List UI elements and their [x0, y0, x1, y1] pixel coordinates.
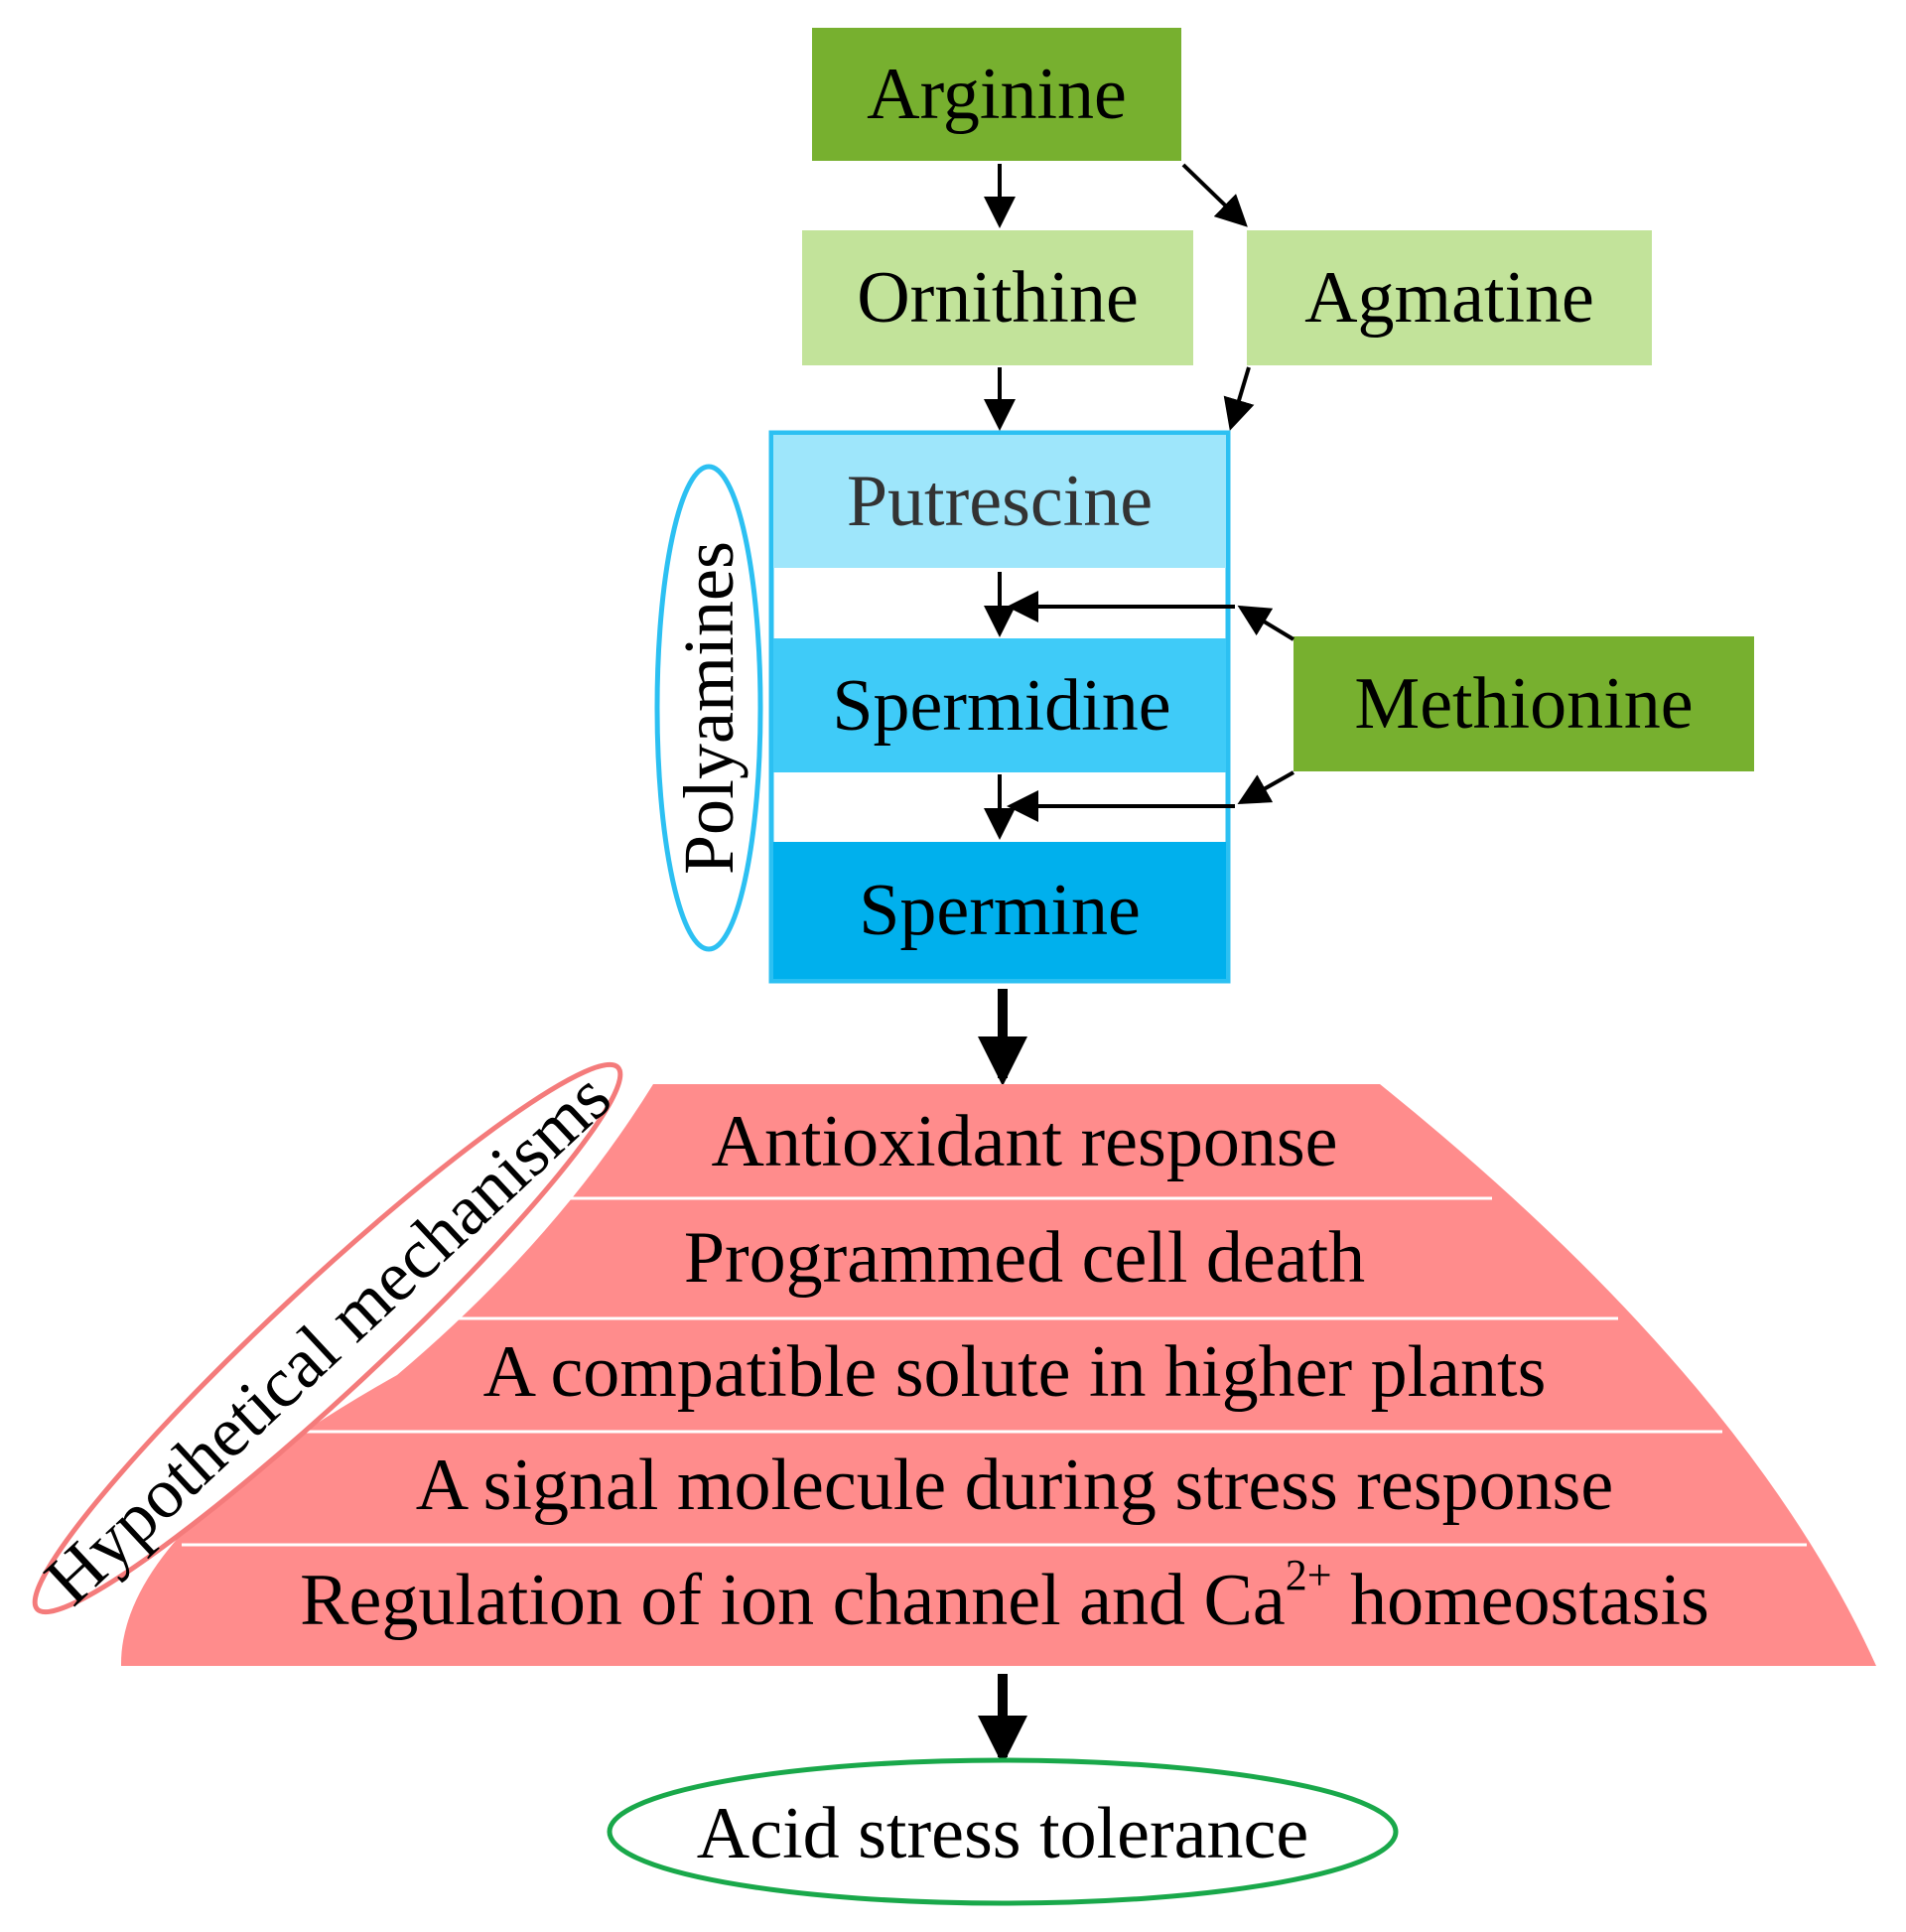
mechanisms-block: Antioxidant response Programmed cell dea…: [120, 1084, 1876, 1666]
mechanisms-ellipse: [32, 1061, 623, 1615]
polyamines-ellipse: [654, 464, 763, 952]
spermine-label: Spermine: [859, 870, 1141, 951]
arginine-label: Arginine: [867, 54, 1127, 135]
agmatine-box: [1247, 230, 1652, 365]
arrow-methionine-branch-upper: [1237, 605, 1295, 641]
outcome-ellipse: [607, 1757, 1399, 1906]
mechanism-ion-channel-prefix: Regulation of ion channel and Ca: [300, 1560, 1286, 1641]
spermidine-label: Spermidine: [832, 665, 1170, 747]
polyamines-block: Putrescine Spermidine Spermine: [768, 430, 1231, 984]
putrescine-box: [773, 435, 1226, 568]
spermine-box: [773, 842, 1226, 979]
arrow-agmatine-to-putrescine: [1223, 366, 1255, 431]
mechanism-ion-channel-suffix: homeostasis: [1332, 1560, 1709, 1641]
spermidine-box: [773, 638, 1226, 772]
outcome-label: Acid stress tolerance: [697, 1793, 1308, 1874]
arginine-box: [812, 28, 1181, 161]
methionine-box: [1293, 636, 1754, 771]
mechanism-compatible-solute: A compatible solute in higher plants: [483, 1331, 1547, 1413]
pathway-arrows: [984, 163, 1295, 840]
polyamines-text: Polyamines: [669, 541, 749, 875]
mechanism-ion-channel: Regulation of ion channel and Ca2+ homeo…: [300, 1551, 1709, 1642]
mechanism-programmed-cell-death: Programmed cell death: [684, 1217, 1365, 1299]
methionine-node: Methionine: [1293, 636, 1754, 771]
arrow-arginine-to-agmatine: [1181, 163, 1248, 227]
mechanism-ion-channel-superscript: 2+: [1286, 1551, 1332, 1599]
methionine-label: Methionine: [1354, 663, 1693, 745]
agmatine-label: Agmatine: [1304, 257, 1594, 339]
mechanism-signal-molecule: A signal molecule during stress response: [416, 1445, 1613, 1526]
arrow-methionine-branch-lower: [1237, 770, 1294, 804]
mechanisms-trapezoid: [120, 1084, 1876, 1666]
agmatine-node: Agmatine: [1247, 230, 1652, 365]
mechanism-antioxidant: Antioxidant response: [712, 1101, 1338, 1182]
outcome-node: Acid stress tolerance: [607, 1757, 1399, 1906]
polyamines-group-label: Polyamines: [654, 464, 763, 952]
ornithine-label: Ornithine: [857, 257, 1139, 339]
ornithine-node: Ornithine: [802, 230, 1193, 365]
arginine-node: Arginine: [812, 28, 1181, 161]
putrescine-label: Putrescine: [847, 461, 1153, 542]
ornithine-box: [802, 230, 1193, 365]
